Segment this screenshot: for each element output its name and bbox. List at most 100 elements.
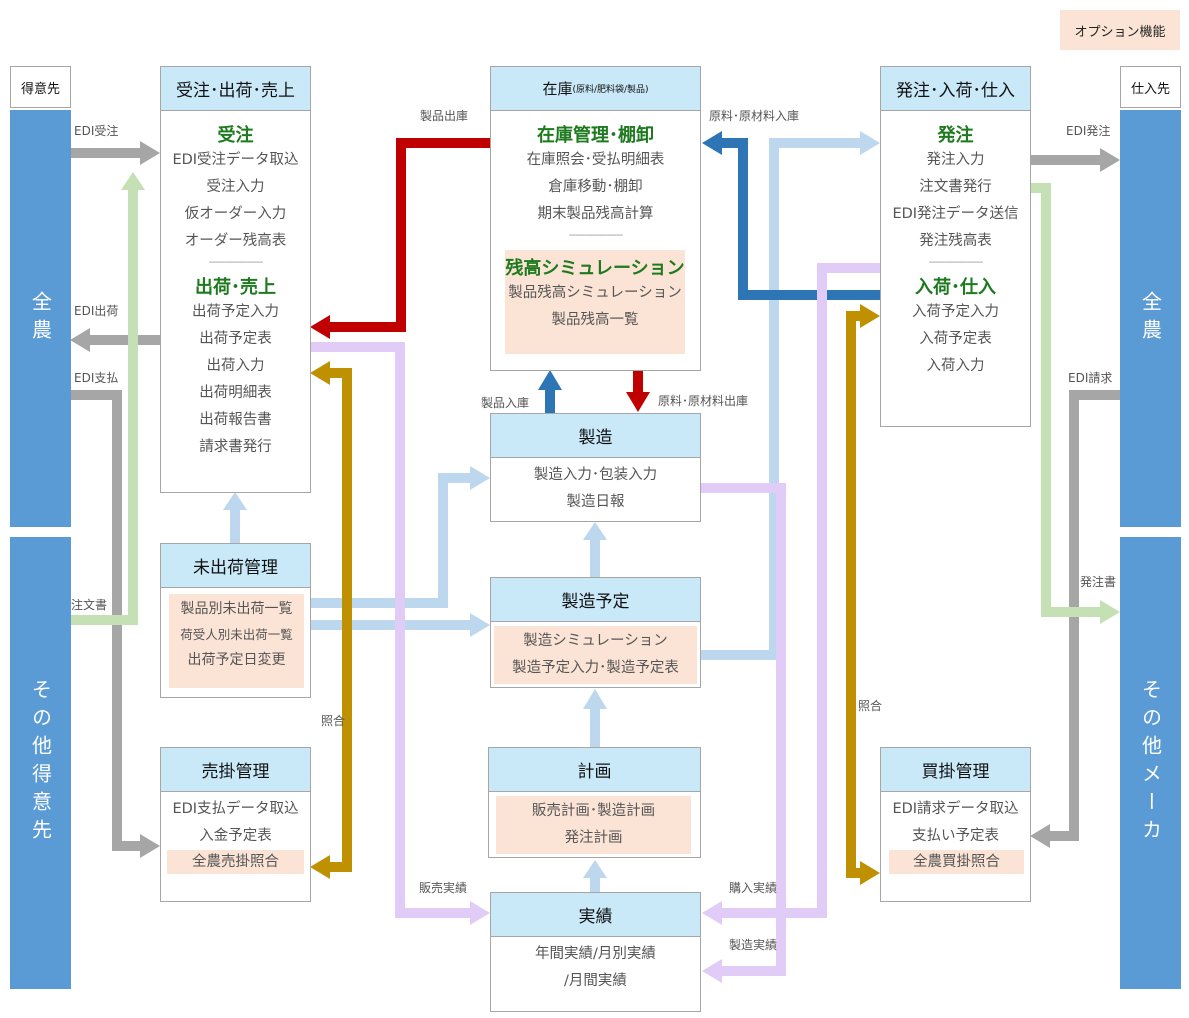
- unshipped-option: 製品別未出荷一覧 荷受人別未出荷一覧 出荷予定日変更: [169, 594, 304, 688]
- receivable-option: 全農売掛照合: [167, 850, 304, 874]
- purchase-item: 発注入力: [926, 152, 985, 168]
- label-order-doc-right: 発注書: [1080, 575, 1117, 589]
- purchase-item: 入荷予定入力: [912, 304, 999, 320]
- sales-item: EDI受注データ取込: [172, 152, 299, 168]
- sales-item: オーダー残高表: [184, 233, 287, 249]
- plan-option: 販売計画･製造計画 発注計画: [496, 796, 691, 854]
- payable-item: EDI請求データ取込: [892, 801, 1019, 817]
- sales-section-order: 受注: [217, 125, 254, 146]
- arrow-edi-invoice: [1050, 390, 1120, 841]
- receivable-item: 入金予定表: [199, 828, 272, 844]
- manufacturing-item: 製造入力･包装入力: [533, 467, 658, 483]
- label-edi-po: EDI発注: [1066, 124, 1111, 138]
- unshipped-box: 未出荷管理 製品別未出荷一覧 荷受人別未出荷一覧 出荷予定日変更: [160, 543, 311, 698]
- purchase-item: 入荷入力: [926, 358, 985, 374]
- purchase-section-order: 発注: [937, 125, 974, 146]
- purchase-title: 発注･入荷･仕入: [881, 67, 1030, 111]
- label-product-in: 製品入庫: [481, 396, 530, 410]
- customer-header: 得意先: [10, 66, 71, 108]
- arrow-match-left: [330, 368, 352, 872]
- customer-zennoh-bar: 全農: [10, 110, 71, 527]
- supplier-zennoh-bar: 全農: [1120, 110, 1181, 527]
- payable-title: 買掛管理: [881, 748, 1030, 792]
- sales-section-ship: 出荷･売上: [195, 277, 276, 298]
- arrow-order-doc-left: [71, 190, 138, 625]
- divider: ------------------: [928, 255, 983, 268]
- arrow-mfg-results: [701, 483, 786, 976]
- arrow-inventory-to-sales: [330, 138, 490, 332]
- sales-item: 出荷報告書: [199, 412, 272, 428]
- option-legend: オプション機能: [1060, 10, 1180, 50]
- sales-item: 仮オーダー入力: [184, 206, 287, 222]
- sales-item: 受注入力: [206, 179, 265, 195]
- unshipped-item: 出荷予定日変更: [187, 652, 286, 668]
- mfg-plan-item: 製造予定入力･製造予定表: [512, 660, 679, 676]
- manufacturing-item: 製造日報: [566, 494, 625, 510]
- inventory-section-simulation: 残高シミュレーション: [505, 258, 685, 279]
- purchase-item: EDI発注データ送信: [892, 206, 1019, 222]
- purchase-item: 入荷予定表: [919, 331, 992, 347]
- customer-other-bar: その他得意先: [10, 537, 71, 989]
- sales-title: 受注･出荷･売上: [161, 67, 310, 111]
- arrow-edi-pay: [71, 390, 140, 851]
- label-product-out: 製品出庫: [420, 109, 469, 123]
- inventory-title-sub: (原料/肥料袋/製品): [572, 85, 649, 95]
- manufacturing-title: 製造: [491, 414, 700, 458]
- supplier-other-bar: その他メーカ: [1120, 537, 1181, 989]
- arrow-purchase-to-inventory: [722, 138, 880, 300]
- inventory-item: 製品残高シミュレーション: [508, 285, 682, 301]
- arrow-sales-results: [311, 342, 470, 918]
- mfg-plan-title: 製造予定: [491, 578, 700, 622]
- plan-title: 計画: [489, 748, 700, 792]
- inventory-simulation-option: 残高シミュレーション 製品残高シミュレーション 製品残高一覧: [505, 250, 685, 354]
- inventory-item: 製品残高一覧: [551, 312, 639, 328]
- inventory-item: 期末製品残高計算: [537, 206, 654, 222]
- label-match-right: 照合: [858, 699, 883, 713]
- unshipped-title: 未出荷管理: [161, 544, 310, 588]
- receivable-title: 売掛管理: [161, 748, 310, 792]
- label-edi-order: EDI受注: [74, 124, 119, 138]
- purchase-item: 注文書発行: [919, 179, 992, 195]
- results-item: /月間実績: [564, 973, 627, 989]
- option-legend-label: オプション機能: [1074, 24, 1166, 40]
- label-edi-invoice: EDI請求: [1068, 371, 1113, 385]
- unshipped-item: 製品別未出荷一覧: [180, 601, 293, 617]
- arrow-unshipped-to-mfg: [311, 473, 470, 608]
- receivable-box: 売掛管理 EDI支払データ取込 入金予定表 全農売掛照合: [160, 747, 311, 902]
- mfg-plan-item: 製造シミュレーション: [523, 633, 668, 649]
- arrow-match-right: [846, 311, 860, 878]
- sales-item: 請求書発行: [199, 439, 272, 455]
- manufacturing-box: 製造 製造入力･包装入力 製造日報: [490, 413, 701, 522]
- results-box: 実績 年間実績/月別実績 /月間実績: [490, 892, 701, 1012]
- sales-item: 出荷予定入力: [192, 304, 279, 320]
- label-edi-pay: EDI支払: [74, 371, 119, 385]
- inventory-item: 倉庫移動･棚卸: [548, 179, 643, 195]
- label-material-in: 原料･原材料入庫: [709, 109, 800, 123]
- supplier-header: 仕入先: [1120, 66, 1181, 108]
- payable-box: 買掛管理 EDI請求データ取込 支払い予定表 全農買掛照合: [880, 747, 1031, 902]
- inventory-title-main: 在庫: [542, 80, 573, 98]
- purchase-box: 発注･入荷･仕入 発注 発注入力 注文書発行 EDI発注データ送信 発注残高表 …: [880, 66, 1031, 427]
- label-material-out: 原料･原材料出庫: [658, 394, 749, 408]
- results-item: 年間実績/月別実績: [535, 946, 656, 962]
- inventory-item: 在庫照会･受払明細表: [526, 152, 665, 168]
- payable-option: 全農買掛照合: [889, 850, 1024, 874]
- inventory-box: 在庫(原料/肥料袋/製品) 在庫管理･棚卸 在庫照会･受払明細表 倉庫移動･棚卸…: [490, 66, 701, 371]
- plan-item: 発注計画: [564, 830, 623, 846]
- divider: ------------------: [208, 255, 263, 268]
- payable-item: 支払い予定表: [912, 828, 999, 844]
- purchase-section-receive: 入荷･仕入: [915, 277, 996, 298]
- label-edi-ship: EDI出荷: [74, 304, 119, 318]
- results-title: 実績: [491, 893, 700, 937]
- sales-item: 出荷明細表: [199, 385, 272, 401]
- unshipped-item: 荷受人別未出荷一覧: [180, 627, 293, 642]
- label-match-left: 照合: [321, 714, 346, 728]
- divider: ------------------: [568, 228, 623, 241]
- receivable-item: EDI支払データ取込: [172, 801, 299, 817]
- sales-item: 出荷入力: [206, 358, 265, 374]
- inventory-section-stock: 在庫管理･棚卸: [537, 125, 654, 146]
- mfg-plan-box: 製造予定 製造シミュレーション 製造予定入力･製造予定表: [490, 577, 701, 688]
- sales-box: 受注･出荷･売上 受注 EDI受注データ取込 受注入力 仮オーダー入力 オーダー…: [160, 66, 311, 493]
- label-order-doc-left: 注文書: [71, 598, 108, 612]
- arrow-purchase-results: [722, 263, 880, 918]
